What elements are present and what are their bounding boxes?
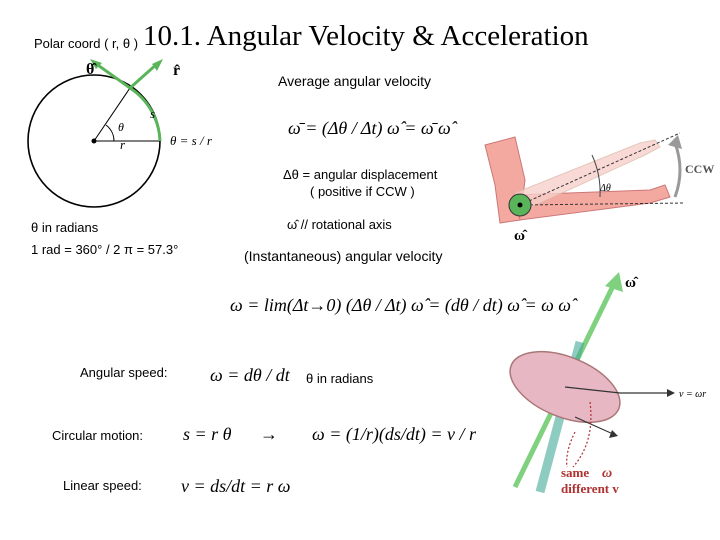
radians-note: θ in radians bbox=[31, 220, 99, 235]
rotational-axis-note: ω̂ // rotational axis bbox=[287, 217, 392, 232]
disk-omega-hat-label: ω̂ bbox=[625, 275, 639, 291]
ccw-note: ( positive if CCW ) bbox=[310, 184, 415, 199]
arm-omega-hat-label: ω̂ bbox=[514, 228, 528, 244]
theta-label: θ bbox=[118, 120, 124, 134]
circular-omega-equation: ω = (1/r)(ds/dt) = v / r bbox=[312, 424, 476, 444]
pointer-line-2 bbox=[572, 401, 592, 468]
s-label: s bbox=[150, 106, 155, 121]
implies-arrow: → bbox=[260, 424, 278, 444]
angular-speed-equation: ω = dθ / dt bbox=[210, 365, 290, 385]
linear-speed-equation: v = ds/dt = r ω bbox=[181, 476, 291, 496]
r-hat-label: r̂ bbox=[173, 62, 180, 79]
reference-line bbox=[519, 202, 686, 206]
delta-theta-note: Δθ = angular displacement bbox=[283, 167, 438, 182]
radius-r bbox=[564, 386, 621, 394]
arc-length-equation: s = r θ bbox=[183, 424, 232, 444]
arm-rotation-figure: Δθ CCW ω̂ bbox=[484, 132, 714, 244]
same-omega-symbol: ω bbox=[602, 466, 612, 481]
rotated-line bbox=[519, 132, 681, 206]
theta-equation: θ = s / r bbox=[170, 133, 213, 148]
same-label: same bbox=[561, 465, 589, 480]
average-heading: Average angular velocity bbox=[278, 73, 432, 89]
r-hat-arrow bbox=[129, 61, 159, 90]
instant-equation: ω = lim(Δt→0) (Δθ / Δt) ω̂ = (dθ / dt) ω… bbox=[230, 295, 572, 315]
instant-heading: (Instantaneous) angular velocity bbox=[244, 248, 443, 264]
delta-theta-arm-label: Δθ bbox=[599, 183, 611, 194]
pointer-line-1 bbox=[566, 431, 576, 468]
origin-point bbox=[91, 138, 97, 144]
theta-hat-label: θ̂ bbox=[86, 61, 97, 78]
rotation-arc bbox=[591, 154, 601, 198]
different-v-label: different v bbox=[561, 481, 619, 496]
linear-speed-label: Linear speed: bbox=[63, 478, 142, 493]
spinning-disk-figure: ω̂ v = ωr same ω different v bbox=[509, 272, 706, 496]
theta-arc bbox=[105, 124, 115, 142]
slide-title: 10.1. Angular Velocity & Acceleration bbox=[143, 20, 589, 52]
radius-line bbox=[93, 87, 131, 142]
arc-length-s bbox=[129, 86, 162, 142]
velocity-v-inner bbox=[574, 416, 614, 435]
theta-hat-arrow bbox=[94, 61, 131, 90]
circular-motion-label: Circular motion: bbox=[52, 428, 144, 443]
r-label: r bbox=[120, 137, 126, 152]
angular-speed-label: Angular speed: bbox=[80, 365, 168, 380]
average-equation: ω̄ = (Δθ / Δt) ω̂ = ω̄ ω̂ bbox=[288, 118, 451, 138]
ccw-label: CCW bbox=[685, 162, 714, 176]
polar-coord-label: Polar coord ( r, θ ) bbox=[34, 36, 139, 51]
ccw-arrow bbox=[673, 142, 682, 198]
v-equals-omega-r-label: v = ωr bbox=[679, 389, 706, 400]
radians-note-2: θ in radians bbox=[306, 371, 374, 386]
radian-definition: 1 rad = 360° / 2 π = 57.3° bbox=[31, 242, 179, 257]
polar-circle-figure: θ̂ r̂ s r θ θ = s / r bbox=[27, 59, 213, 208]
